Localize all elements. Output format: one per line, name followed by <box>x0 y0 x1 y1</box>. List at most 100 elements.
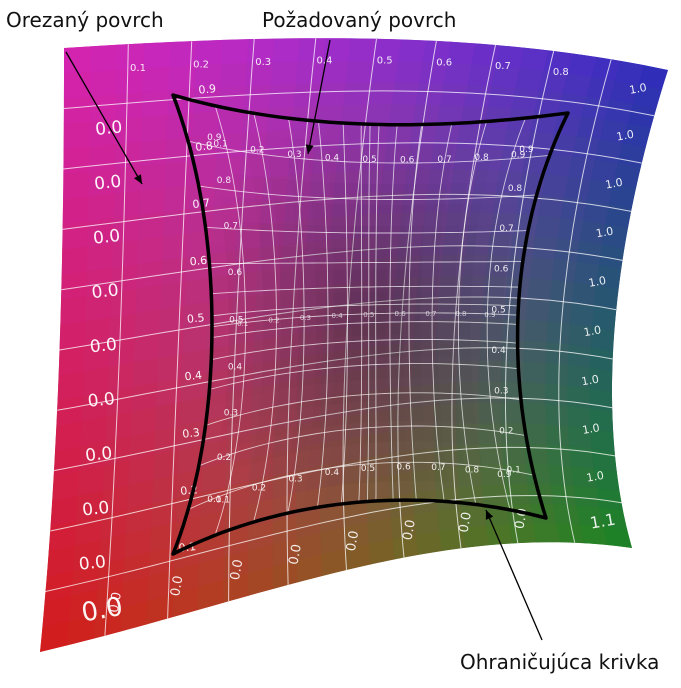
desired-surface-shade <box>425 183 448 205</box>
outer-surface-patch <box>62 195 90 225</box>
desired-surface-shade <box>349 401 369 425</box>
desired-surface-shade <box>454 335 472 358</box>
desired-surface-shade <box>421 378 440 401</box>
desired-surface-shade <box>368 400 388 423</box>
inner-v-label-right: 0.5 <box>491 305 505 315</box>
desired-surface-shade <box>427 162 451 184</box>
desired-surface-shade <box>240 221 261 247</box>
outer-surface-patch <box>589 387 613 413</box>
outer-right-label: 1.0 <box>585 469 604 485</box>
outer-surface-patch <box>529 256 556 280</box>
desired-surface-shade <box>369 163 390 184</box>
desired-surface-shade <box>308 447 330 471</box>
desired-surface-shade <box>475 224 496 247</box>
outer-right-label: 1.1 <box>588 510 616 533</box>
outer-top-label: 0.5 <box>377 56 393 67</box>
outer-surface-patch <box>243 84 272 110</box>
inner-u-label-top: 0.4 <box>325 153 340 163</box>
desired-surface-shade <box>405 204 426 227</box>
outer-surface-patch <box>138 186 166 216</box>
outer-surface-patch <box>367 81 396 105</box>
inner-grid-line-u <box>431 123 453 502</box>
outer-surface-patch <box>63 70 92 99</box>
outer-top-label: 0.3 <box>255 57 271 68</box>
outer-surface-patch <box>551 258 578 283</box>
desired-surface-shade <box>313 224 333 248</box>
desired-surface-shade <box>245 295 264 323</box>
bounding-curve-caption: Ohraničujúca krivka <box>460 650 660 674</box>
desired-surface-shade <box>388 481 409 500</box>
desired-surface-shade <box>244 345 264 374</box>
desired-surface-shade <box>310 181 331 204</box>
desired-surface-shade <box>315 315 334 340</box>
outer-surface-patch <box>388 103 417 127</box>
desired-surface-shade <box>470 313 487 337</box>
outer-right-label: 1.0 <box>588 274 607 290</box>
desired-surface-shade <box>242 246 263 272</box>
outer-grid-line-u <box>286 38 317 585</box>
inner-u-label-mid: 0.1 <box>237 320 248 328</box>
desired-surface-shade <box>386 399 406 422</box>
desired-surface-shade <box>333 314 352 338</box>
trimmed-surface-caption: Orezaný povrch <box>6 8 164 32</box>
outer-surface-patch <box>113 189 141 219</box>
bounding-curve-arrow-head <box>485 510 494 520</box>
outer-surface-patch <box>547 299 573 324</box>
outer-surface-patch <box>137 235 164 265</box>
outer-surface-patch <box>532 235 559 260</box>
outer-surface-patch <box>63 45 92 74</box>
desired-surface-shade <box>440 225 461 248</box>
desired-surface-shade <box>350 225 369 248</box>
outer-surface-patch <box>545 423 570 447</box>
outer-surface-patch <box>567 384 591 409</box>
desired-surface-shade <box>454 268 473 292</box>
outer-bottom-label: 0.0 <box>286 543 304 566</box>
outer-surface-patch <box>463 84 493 108</box>
desired-surface-shade <box>386 269 405 292</box>
inner-v-label: 0.8 <box>217 176 232 186</box>
desired-surface-shade <box>370 124 393 144</box>
desired-surface-shade <box>274 410 296 437</box>
desired-surface-shade <box>460 203 482 226</box>
desired-surface-shade <box>442 203 464 226</box>
desired-surface-shade <box>455 379 474 402</box>
inner-grid-line-u <box>253 113 277 523</box>
outer-surface-patch <box>59 320 87 351</box>
outer-surface-patch <box>511 87 540 111</box>
outer-surface-patch <box>137 211 165 240</box>
inner-u-label-bottom: 0.2 <box>252 484 266 494</box>
outer-left-label: 0.0 <box>84 443 113 466</box>
outer-surface-patch <box>487 85 517 109</box>
inner-v-label: 0.1 <box>207 495 221 505</box>
desired-surface-shade <box>228 296 247 325</box>
inner-u-label-top: 0.2 <box>250 146 264 156</box>
outer-surface-patch <box>160 256 188 286</box>
outer-surface-patch <box>168 64 197 91</box>
outer-surface-patch <box>348 38 377 61</box>
outer-surface-patch <box>342 81 372 106</box>
inner-grid-line-u <box>316 121 329 508</box>
outer-left-label: 0.0 <box>91 280 120 303</box>
desired-surface-shade <box>472 379 491 404</box>
outer-surface-patch <box>557 216 584 242</box>
desired-surface-shade <box>369 143 392 164</box>
desired-surface-shade <box>225 373 245 403</box>
desired-surface-shade <box>406 441 427 462</box>
outer-surface-patch <box>115 91 144 120</box>
outer-left-label: 0.0 <box>78 552 107 575</box>
desired-surface-shade <box>333 336 352 361</box>
desired-surface-shade <box>404 399 424 421</box>
inner-grid-line-u <box>408 124 423 501</box>
desired-surface-shade <box>297 339 316 365</box>
desired-surface-shade <box>474 402 493 425</box>
desired-surface-shade <box>386 334 404 358</box>
outer-bottom-label: 0.0 <box>168 575 186 598</box>
desired-surface-shade <box>438 378 458 401</box>
inner-grid-line-u <box>457 121 488 505</box>
desired-surface-shade <box>332 247 351 271</box>
desired-surface-shade <box>388 163 411 185</box>
inner-v-label-right: 0.8 <box>508 184 523 194</box>
outer-left-label: 0.0 <box>81 498 110 521</box>
desired-surface-shade <box>502 314 518 338</box>
